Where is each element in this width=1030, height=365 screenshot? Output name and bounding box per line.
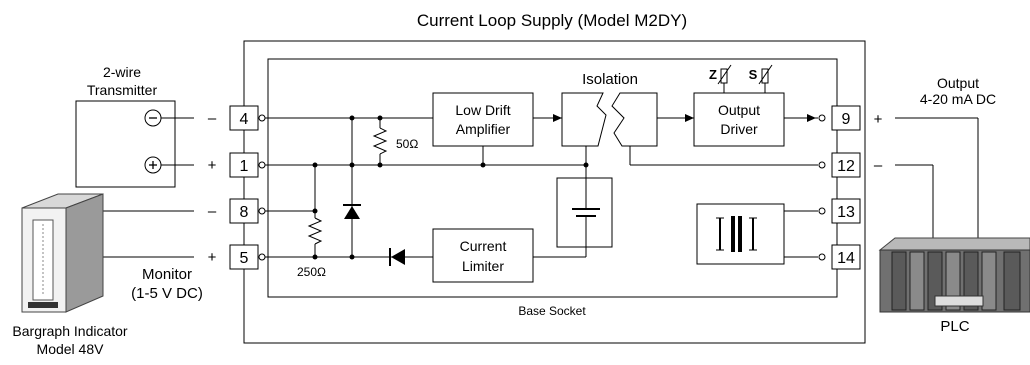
transmitter-label-line2: Transmitter (87, 82, 158, 98)
vertical-diode (344, 206, 360, 219)
t8-node (258, 207, 266, 215)
terminal-5-label: 5 (240, 250, 249, 267)
terminal-12: 12 (831, 152, 861, 178)
zero-label: Z (709, 67, 717, 82)
limiter-label-line2: Limiter (462, 258, 504, 274)
terminal-14: 14 (831, 244, 861, 270)
plc-device (878, 237, 1030, 313)
plc-label: PLC (940, 318, 969, 335)
t1-node (258, 161, 266, 169)
amplifier-label-line2: Amplifier (456, 121, 511, 137)
amp-arrow (553, 114, 562, 122)
terminal-9-label: 9 (842, 111, 851, 128)
terminal-4-label: 4 (240, 111, 249, 128)
driver-label-line2: Driver (720, 121, 758, 137)
t12-node (818, 161, 826, 169)
isolation-label: Isolation (582, 71, 638, 88)
span-pot-arrow-icon (758, 64, 773, 85)
t4-node (258, 114, 266, 122)
zero-pot-arrow-icon (717, 64, 732, 85)
polarity-t8: – (208, 203, 217, 220)
polarity-t12: – (874, 157, 883, 174)
terminal-13: 13 (831, 198, 861, 224)
bargraph-label-line2: Model 48V (37, 341, 105, 357)
polarity-t5: + (208, 249, 217, 266)
isolation-left-half (561, 92, 607, 147)
terminal-1: 1 (229, 152, 259, 178)
transmitter-box (75, 100, 176, 188)
junction-i (312, 254, 318, 260)
polarity-t1: + (208, 157, 217, 174)
driver-arrow (807, 114, 816, 122)
limiter-label-line1: Current (460, 238, 507, 254)
base-socket-outline (267, 58, 838, 298)
transformer-block (696, 203, 785, 265)
terminal-13-label: 13 (837, 204, 855, 221)
isolation-arrow (685, 114, 694, 122)
isolation-right-half (611, 92, 658, 147)
r250-resistor (307, 217, 323, 245)
terminal-9: 9 (831, 105, 861, 131)
t5-node (258, 253, 266, 261)
diagram-title: Current Loop Supply (Model M2DY) (417, 11, 687, 30)
terminal-8: 8 (229, 198, 259, 224)
polarity-t4: – (208, 110, 217, 127)
junction-h (312, 208, 318, 214)
transmitter-label-line1: 2-wire (103, 64, 141, 80)
output-label-line2: 4-20 mA DC (920, 91, 996, 107)
terminal-5: 5 (229, 244, 259, 270)
monitor-label-line2: (1-5 V DC) (131, 285, 203, 302)
module-outline (243, 40, 866, 344)
span-label: S (749, 67, 758, 82)
monitor-label-line1: Monitor (142, 266, 192, 283)
power-supply-block (556, 177, 613, 248)
low-drift-amplifier-block (432, 92, 534, 147)
junction-j (349, 254, 355, 260)
terminal-8-label: 8 (240, 204, 249, 221)
terminal-14-label: 14 (837, 250, 855, 267)
t9-node (818, 114, 826, 122)
r250-label: 250Ω (297, 265, 326, 279)
output-label-line1: Output (937, 75, 979, 91)
terminal-4: 4 (229, 105, 259, 131)
horizontal-diode (391, 249, 405, 265)
polarity-t9: + (874, 111, 883, 128)
r50-label: 50Ω (396, 137, 418, 151)
t14-node (818, 253, 826, 261)
driver-label-line1: Output (718, 102, 760, 118)
t13-node (818, 207, 826, 215)
amplifier-label-line1: Low Drift (455, 102, 510, 118)
bargraph-indicator-device (21, 193, 104, 313)
bargraph-label-line1: Bargraph Indicator (12, 323, 128, 339)
current-limiter-block (432, 228, 534, 283)
base-socket-label: Base Socket (518, 304, 586, 318)
terminal-1-label: 1 (240, 158, 249, 175)
junction-e (377, 162, 383, 168)
output-driver-block (693, 92, 785, 147)
terminal-12-label: 12 (837, 158, 855, 175)
r50-resistor (372, 127, 388, 155)
